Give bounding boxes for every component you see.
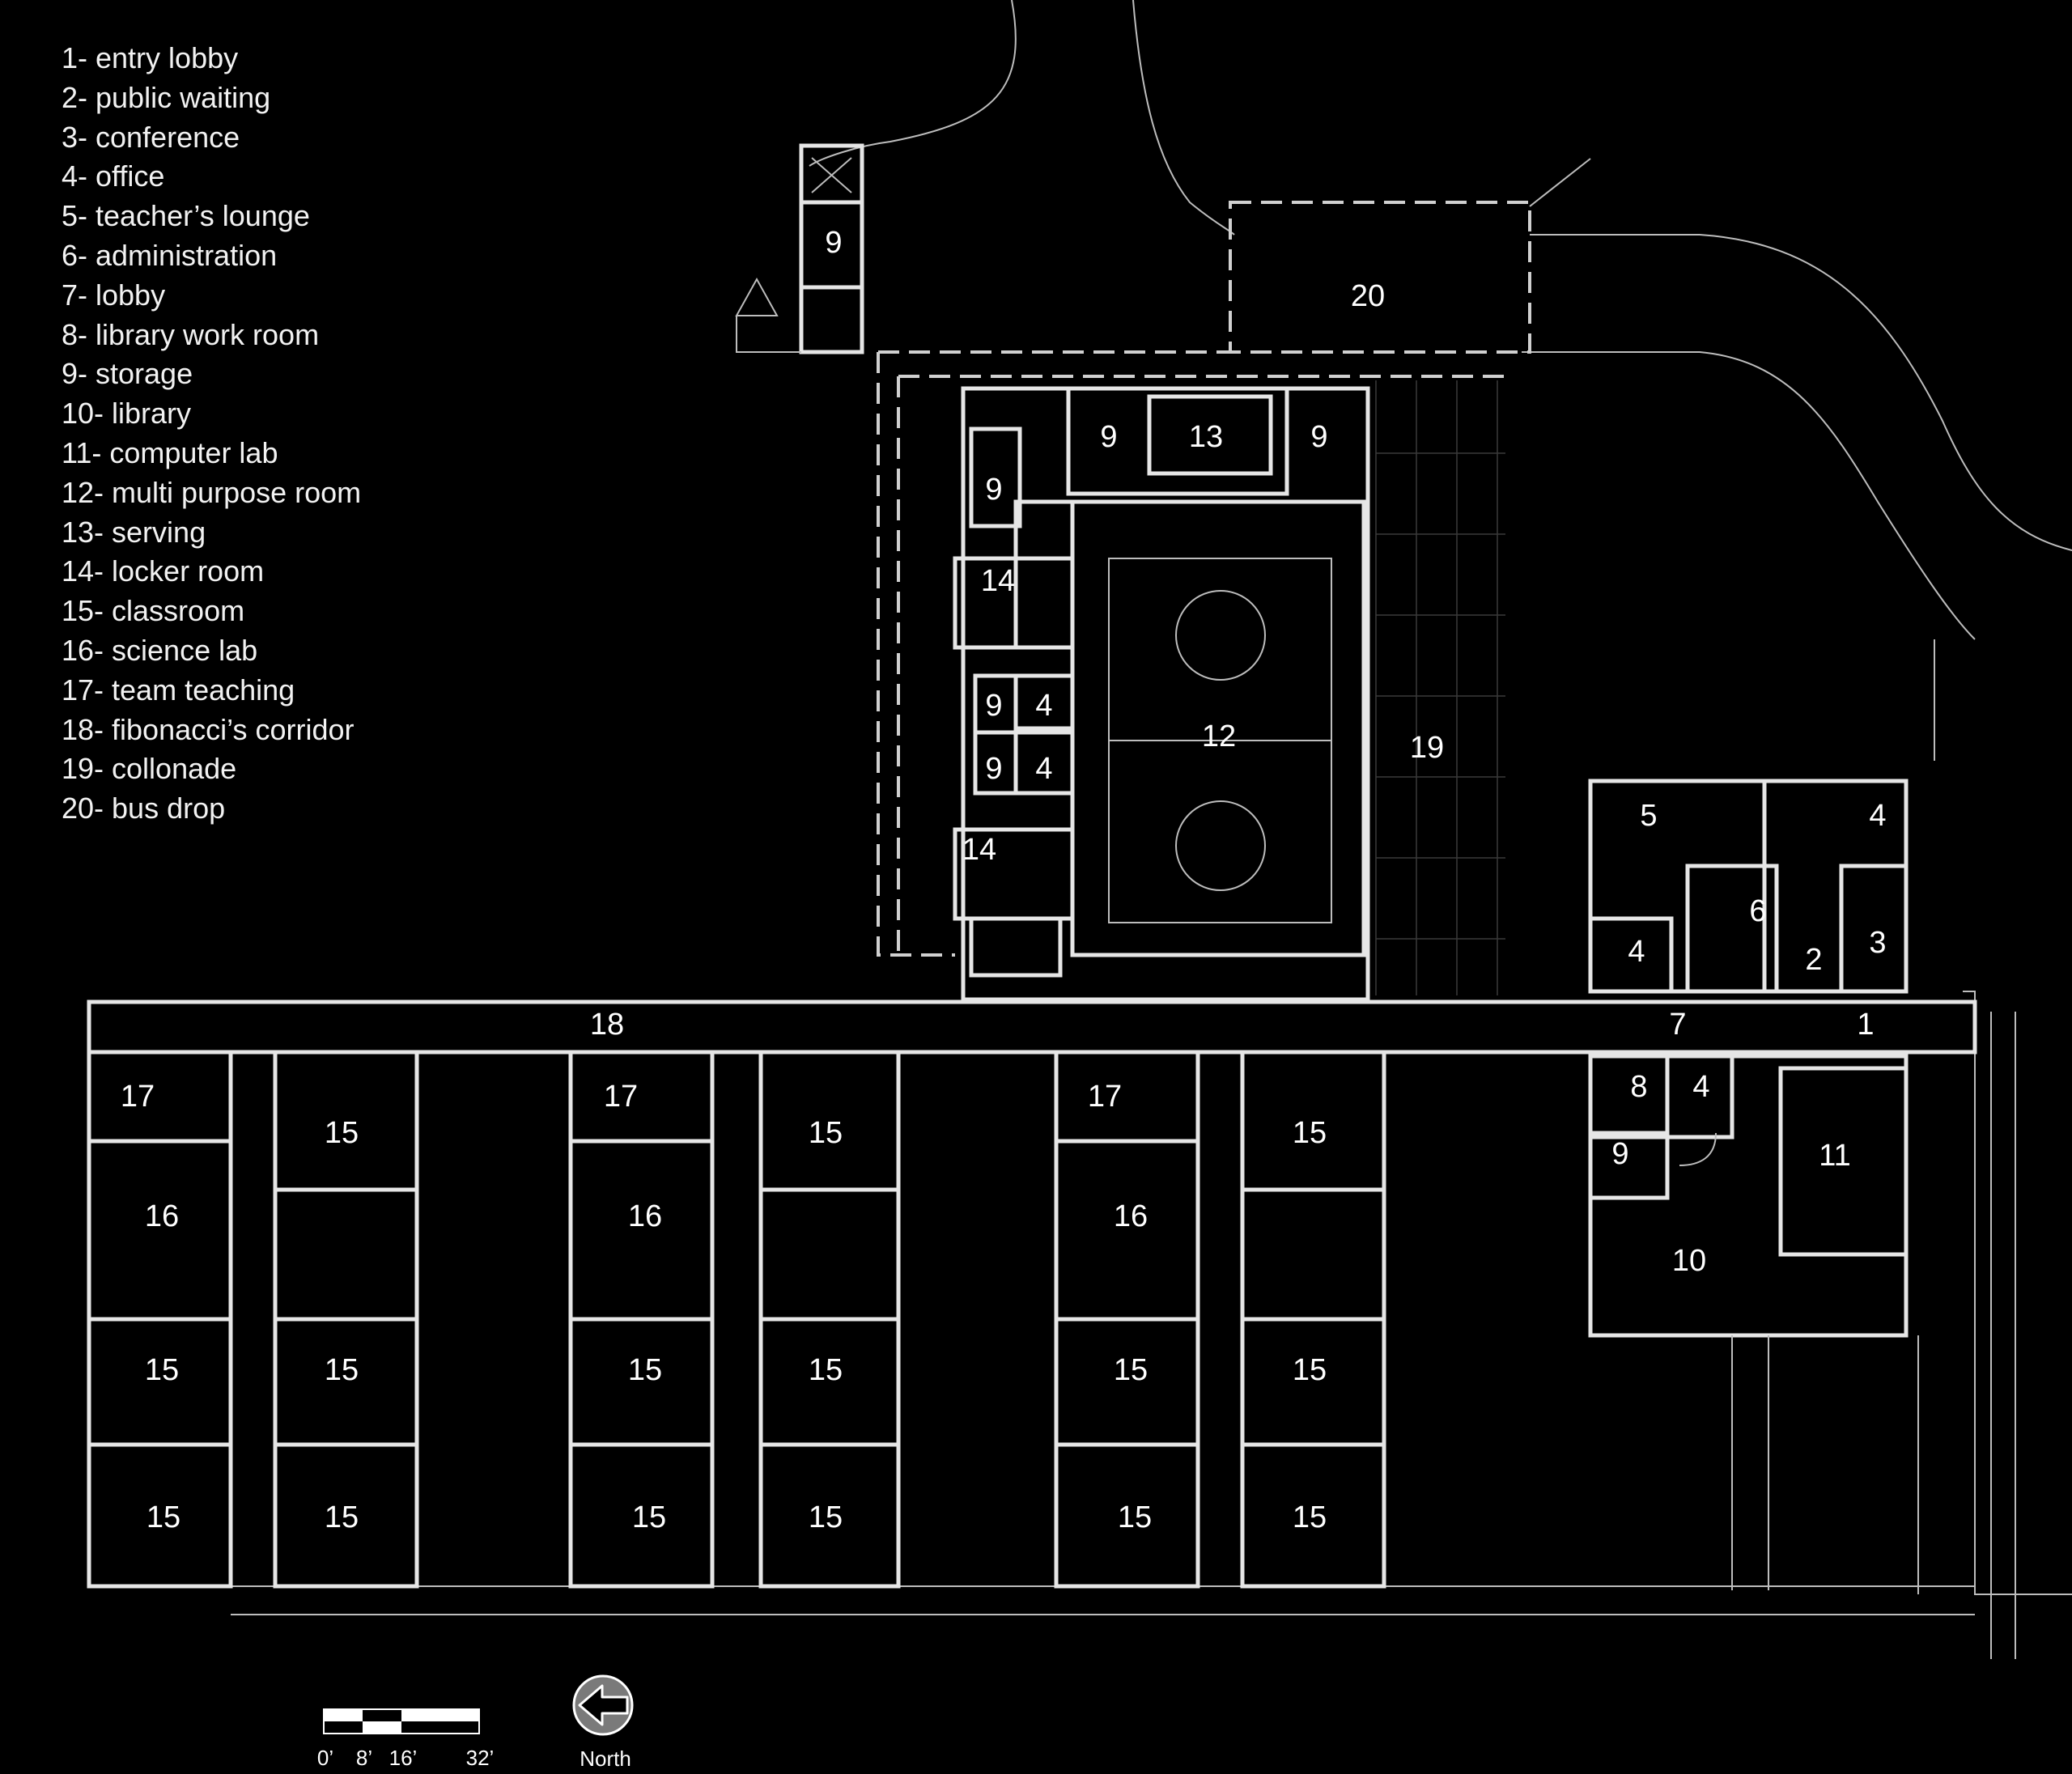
room-label: 20	[1351, 279, 1385, 313]
room-label: 16	[1114, 1199, 1148, 1233]
room-label: 4	[1692, 1070, 1709, 1104]
legend-item: 13- serving	[62, 515, 206, 549]
room-label: 12	[1202, 719, 1236, 753]
room-label: 4	[1628, 935, 1645, 969]
room-label: 15	[146, 1500, 180, 1534]
room-label: 15	[325, 1116, 359, 1150]
legend-item: 8- library work room	[62, 317, 320, 351]
legend-item: 10- library	[62, 397, 192, 431]
room-label: 14	[981, 564, 1015, 598]
colonnade-grid	[1375, 380, 1505, 995]
storage-kiosk	[735, 143, 864, 354]
room-label: 7	[1669, 1008, 1686, 1042]
room-label: 15	[1293, 1116, 1327, 1150]
room-label: 15	[632, 1500, 666, 1534]
room-label: 17	[1088, 1080, 1122, 1114]
room-label: 15	[809, 1353, 843, 1387]
room-label: 3	[1869, 926, 1886, 960]
legend-item: 6- administration	[62, 238, 278, 272]
room-label: 10	[1672, 1244, 1706, 1278]
legend-item: 2- public waiting	[62, 80, 271, 114]
classroom-cluster-2	[568, 1050, 901, 1589]
room-label: 11	[1819, 1139, 1850, 1173]
room-labels: 20 9 9 13 9 9 14 9 4 9 4 14 12 19 5 4 6 …	[121, 226, 1887, 1534]
room-label: 6	[1749, 894, 1766, 928]
room-label: 14	[962, 833, 996, 867]
legend-item: 15- classroom	[62, 594, 245, 628]
legend-item: 20- bus drop	[62, 792, 226, 825]
classroom-cluster-3	[1054, 1050, 1386, 1589]
legend-item: 19- collonade	[62, 752, 237, 786]
room-label: 17	[604, 1080, 638, 1114]
room-label: 9	[985, 752, 1002, 786]
room-label: 9	[825, 226, 842, 260]
north-arrow-icon	[572, 1674, 634, 1736]
room-label: 15	[325, 1353, 359, 1387]
room-label: 15	[809, 1500, 843, 1534]
site-lines	[809, 0, 2072, 761]
corridor	[87, 999, 1977, 1055]
room-label: 16	[628, 1199, 662, 1233]
room-label: 15	[145, 1353, 179, 1387]
scale-tick-label: 16’	[389, 1746, 418, 1770]
scale-bar: 0’ 8’ 16’ 32’	[317, 1708, 495, 1770]
room-label: 9	[1100, 420, 1117, 454]
room-label: 9	[1611, 1137, 1628, 1171]
legend-item: 7- lobby	[62, 278, 166, 312]
legend-item: 1- entry lobby	[62, 41, 239, 74]
classroom-cluster-1	[87, 1050, 419, 1589]
room-legend: 1- entry lobby 2- public waiting 3- conf…	[62, 39, 361, 829]
room-label: 2	[1805, 943, 1822, 977]
room-label: 17	[121, 1080, 155, 1114]
scale-tick-label: 8’	[356, 1746, 372, 1770]
room-label: 15	[809, 1116, 843, 1150]
site-perimeter	[231, 991, 2072, 1659]
room-label: 9	[985, 473, 1002, 507]
legend-item: 12- multi purpose room	[62, 475, 362, 509]
multipurpose-wing	[953, 386, 1370, 1002]
room-label: 4	[1035, 752, 1052, 786]
room-label: 15	[628, 1353, 662, 1387]
room-label: 15	[1118, 1500, 1152, 1534]
room-label: 13	[1189, 420, 1223, 454]
room-label: 18	[590, 1008, 624, 1042]
legend-item: 3- conference	[62, 120, 240, 154]
room-label: 9	[985, 689, 1002, 723]
legend-item: 17- team teaching	[62, 673, 295, 707]
legend-item: 5- teacher’s lounge	[62, 199, 310, 233]
room-label: 8	[1630, 1070, 1647, 1104]
admin-block	[1588, 779, 1909, 1338]
room-label: 16	[145, 1199, 179, 1233]
room-label: 1	[1857, 1008, 1874, 1042]
legend-item: 14- locker room	[62, 554, 265, 588]
legend-item: 4- office	[62, 159, 165, 193]
room-label: 15	[325, 1500, 359, 1534]
room-label: 15	[1293, 1353, 1327, 1387]
legend-item: 11- computer lab	[62, 435, 278, 469]
scale-tick-label: 32’	[466, 1746, 495, 1770]
scale-tick-label: 0’	[317, 1746, 333, 1770]
legend-item: 16- science lab	[62, 633, 258, 667]
room-label: 15	[1293, 1500, 1327, 1534]
legend-item: 9- storage	[62, 357, 193, 391]
room-label: 4	[1035, 689, 1052, 723]
legend-item: 18- fibonacci’s corridor	[62, 712, 355, 746]
room-label: 15	[1114, 1353, 1148, 1387]
room-label: 9	[1310, 420, 1327, 454]
north-label: North	[580, 1746, 631, 1771]
room-label: 19	[1410, 731, 1444, 765]
room-label: 4	[1869, 799, 1886, 833]
room-label: 5	[1640, 799, 1657, 833]
